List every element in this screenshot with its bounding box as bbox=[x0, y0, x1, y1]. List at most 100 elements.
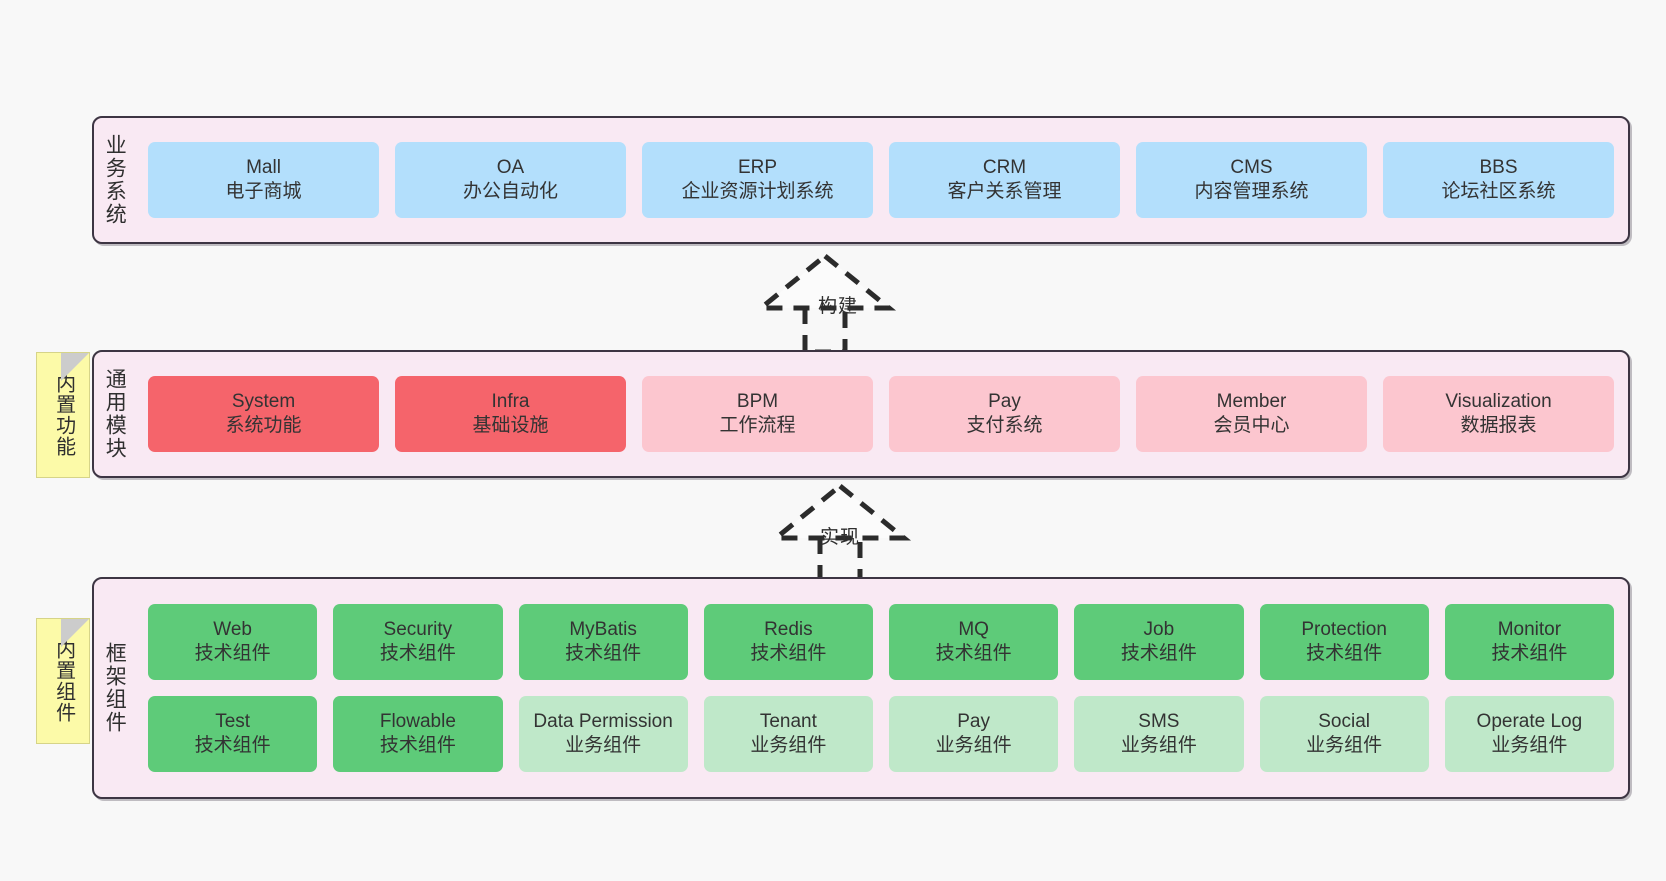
layer-label-common: 通用模块 bbox=[103, 368, 127, 460]
card-title: Infra bbox=[491, 390, 530, 412]
card-system[interactable]: System 系统功能 bbox=[148, 376, 379, 452]
card-redis[interactable]: Redis 技术组件 bbox=[703, 604, 873, 680]
card-subtitle: 业务组件 bbox=[1306, 735, 1383, 756]
card-mq[interactable]: MQ 技术组件 bbox=[889, 604, 1059, 680]
card-bpm[interactable]: BPM 工作流程 bbox=[642, 376, 873, 452]
card-subtitle: 数据报表 bbox=[1460, 415, 1537, 436]
card-crm[interactable]: CRM 客户关系管理 bbox=[889, 142, 1120, 218]
note-builtin-component[interactable]: 内置组件 bbox=[36, 618, 90, 744]
layer-label-framework: 框架组件 bbox=[103, 642, 127, 734]
layer-body-common: System 系统功能 Infra 基础设施 BPM 工作流程 Pay 支付系统… bbox=[134, 352, 1628, 476]
card-title: Pay bbox=[957, 710, 990, 732]
card-subtitle: 会员中心 bbox=[1213, 415, 1290, 436]
card-subtitle: 客户关系管理 bbox=[947, 181, 1062, 202]
layer-body-business: Mall 电子商城 OA 办公自动化 ERP 企业资源计划系统 CRM 客户关系… bbox=[134, 118, 1628, 242]
card-subtitle: 内容管理系统 bbox=[1194, 181, 1309, 202]
card-mybatis[interactable]: MyBatis 技术组件 bbox=[518, 604, 688, 680]
card-subtitle: 技术组件 bbox=[1120, 643, 1197, 664]
card-title: Redis bbox=[764, 618, 813, 640]
layer-framework-components[interactable]: 框架组件 Web 技术组件 Security 技术组件 MyBatis 技术组件… bbox=[92, 577, 1630, 799]
card-subtitle: 业务组件 bbox=[750, 735, 827, 756]
card-title: Protection bbox=[1301, 618, 1387, 640]
card-subtitle: 办公自动化 bbox=[462, 181, 558, 202]
card-row: System 系统功能 Infra 基础设施 BPM 工作流程 Pay 支付系统… bbox=[148, 376, 1614, 452]
card-member[interactable]: Member 会员中心 bbox=[1136, 376, 1367, 452]
card-subtitle: 业务组件 bbox=[565, 735, 642, 756]
card-title: CRM bbox=[982, 156, 1027, 178]
arrowhead-triangle bbox=[753, 252, 897, 311]
card-subtitle: 技术组件 bbox=[750, 643, 827, 664]
card-monitor[interactable]: Monitor 技术组件 bbox=[1444, 604, 1614, 680]
card-title: BBS bbox=[1479, 156, 1518, 178]
card-subtitle: 技术组件 bbox=[1306, 643, 1383, 664]
card-subtitle: 技术组件 bbox=[935, 643, 1012, 664]
card-subtitle: 业务组件 bbox=[1491, 735, 1568, 756]
card-title: OA bbox=[496, 156, 525, 178]
card-subtitle: 业务组件 bbox=[935, 735, 1012, 756]
card-mall[interactable]: Mall 电子商城 bbox=[148, 142, 379, 218]
card-subtitle: 工作流程 bbox=[719, 415, 796, 436]
card-security[interactable]: Security 技术组件 bbox=[333, 604, 503, 680]
card-subtitle: 技术组件 bbox=[1491, 643, 1568, 664]
card-title: Job bbox=[1143, 618, 1175, 640]
layer-common-modules[interactable]: 通用模块 System 系统功能 Infra 基础设施 BPM 工作流程 Pay… bbox=[92, 350, 1630, 478]
card-row: Mall 电子商城 OA 办公自动化 ERP 企业资源计划系统 CRM 客户关系… bbox=[148, 142, 1614, 218]
note-builtin-function[interactable]: 内置功能 bbox=[36, 352, 90, 478]
layer-business-systems[interactable]: 业务系统 Mall 电子商城 OA 办公自动化 ERP 企业资源计划系统 CRM… bbox=[92, 116, 1630, 244]
card-title: ERP bbox=[737, 156, 778, 178]
card-tenant[interactable]: Tenant 业务组件 bbox=[703, 696, 873, 772]
card-title: System bbox=[231, 390, 296, 412]
card-flowable[interactable]: Flowable 技术组件 bbox=[333, 696, 503, 772]
card-title: Operate Log bbox=[1476, 710, 1583, 732]
card-protection[interactable]: Protection 技术组件 bbox=[1259, 604, 1429, 680]
card-subtitle: 系统功能 bbox=[225, 415, 302, 436]
card-bbs[interactable]: BBS 论坛社区系统 bbox=[1383, 142, 1614, 218]
card-title: Monitor bbox=[1497, 618, 1562, 640]
card-data-permission[interactable]: Data Permission 业务组件 bbox=[518, 696, 688, 772]
connector-label-realize: 实现 bbox=[820, 527, 861, 548]
card-pay[interactable]: Pay 支付系统 bbox=[889, 376, 1120, 452]
card-subtitle: 技术组件 bbox=[379, 735, 456, 756]
layer-body-framework: Web 技术组件 Security 技术组件 MyBatis 技术组件 Redi… bbox=[134, 579, 1628, 797]
card-subtitle: 技术组件 bbox=[565, 643, 642, 664]
card-test[interactable]: Test 技术组件 bbox=[148, 696, 318, 772]
card-oa[interactable]: OA 办公自动化 bbox=[395, 142, 626, 218]
card-title: Security bbox=[383, 618, 453, 640]
card-subtitle: 基础设施 bbox=[472, 415, 549, 436]
card-title: MQ bbox=[958, 618, 989, 640]
card-subtitle: 企业资源计划系统 bbox=[681, 181, 834, 202]
card-subtitle: 技术组件 bbox=[194, 735, 271, 756]
card-sms[interactable]: SMS 业务组件 bbox=[1074, 696, 1244, 772]
card-title: Pay bbox=[988, 390, 1021, 412]
card-operate-log[interactable]: Operate Log 业务组件 bbox=[1444, 696, 1614, 772]
card-title: SMS bbox=[1138, 710, 1180, 732]
card-social[interactable]: Social 业务组件 bbox=[1259, 696, 1429, 772]
card-title: Visualization bbox=[1445, 390, 1552, 412]
card-subtitle: 电子商城 bbox=[225, 181, 302, 202]
card-title: Mall bbox=[246, 156, 281, 178]
card-row: Web 技术组件 Security 技术组件 MyBatis 技术组件 Redi… bbox=[148, 604, 1614, 680]
card-visualization[interactable]: Visualization 数据报表 bbox=[1383, 376, 1614, 452]
card-subtitle: 支付系统 bbox=[966, 415, 1043, 436]
card-subtitle: 论坛社区系统 bbox=[1441, 181, 1556, 202]
card-title: Data Permission bbox=[533, 710, 673, 732]
card-title: CMS bbox=[1230, 156, 1273, 178]
card-title: Social bbox=[1318, 710, 1370, 732]
card-pay-business[interactable]: Pay 业务组件 bbox=[889, 696, 1059, 772]
card-erp[interactable]: ERP 企业资源计划系统 bbox=[642, 142, 873, 218]
card-title: Member bbox=[1216, 390, 1287, 412]
card-subtitle: 业务组件 bbox=[1120, 735, 1197, 756]
card-title: Flowable bbox=[379, 710, 456, 732]
card-job[interactable]: Job 技术组件 bbox=[1074, 604, 1244, 680]
card-title: Test bbox=[215, 710, 251, 732]
card-row: Test 技术组件 Flowable 技术组件 Data Permission … bbox=[148, 696, 1614, 772]
card-title: Tenant bbox=[759, 710, 817, 732]
connector-label-build: 构建 bbox=[818, 296, 859, 317]
card-infra[interactable]: Infra 基础设施 bbox=[395, 376, 626, 452]
card-cms[interactable]: CMS 内容管理系统 bbox=[1136, 142, 1367, 218]
card-web[interactable]: Web 技术组件 bbox=[148, 604, 318, 680]
card-subtitle: 技术组件 bbox=[379, 643, 456, 664]
arrowhead-triangle bbox=[768, 482, 912, 541]
card-title: MyBatis bbox=[569, 618, 637, 640]
